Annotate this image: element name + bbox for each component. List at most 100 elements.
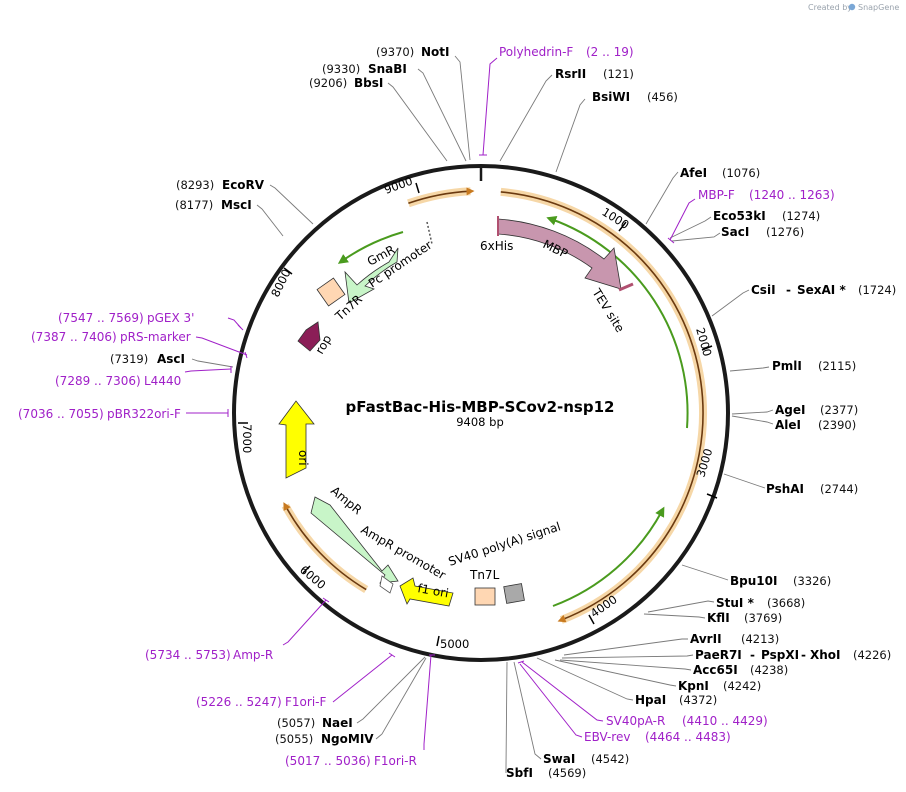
enzyme-pos-avrii: (4213) (741, 632, 779, 646)
tick-7000: 7000 (240, 424, 254, 453)
enzyme-pos-bpu10i: (3326) (793, 574, 831, 588)
enzyme-msci: MscI (221, 198, 252, 212)
enzyme-snabi: SnaBI (368, 62, 407, 76)
enzyme-alei: AleI (775, 418, 801, 432)
primer-range-prs-marker: (7387 .. 7406) (31, 330, 117, 344)
feature-gmr (344, 247, 399, 304)
enzyme-sep-csii: - (786, 283, 791, 297)
feature-ampr (310, 496, 399, 584)
primer-range-amp-r: (5734 .. 5753) (145, 648, 231, 662)
label-ori: ori (296, 450, 310, 466)
primer-range-polyhedrin-f: (2 .. 19) (586, 45, 634, 59)
primer-amp-r: Amp-R (233, 648, 273, 662)
enzyme-naei: NaeI (322, 716, 353, 730)
enzyme-pos-hpai: (4372) (679, 693, 717, 707)
enzyme-saci: SacI (721, 225, 749, 239)
snapgene-credit: Created by SnapGene (808, 3, 899, 12)
enzyme-pos-noti: (9370) (376, 45, 414, 59)
enzyme-asci: AscI (157, 352, 185, 366)
primer-f1ori-f: F1ori-F (285, 695, 326, 709)
enzyme-pos-pmli: (2115) (818, 359, 856, 373)
enzyme-pos-sbfi: (4569) (548, 766, 586, 780)
tick-9000: 9000 (382, 174, 414, 197)
feature-f1-ori (399, 577, 454, 607)
tick-6000: 6000 (297, 563, 328, 593)
enzyme-swai: SwaI (543, 752, 575, 766)
snapgene-logo-icon (848, 3, 856, 11)
enzyme-pmli: PmlI (772, 359, 802, 373)
enzyme-pos-saci: (1276) (766, 225, 804, 239)
enzyme-pos-alei: (2390) (818, 418, 856, 432)
feature-rop (297, 321, 321, 352)
enzyme-eco53ki: Eco53kI (713, 209, 766, 223)
primer-range-sv40pa-r: (4410 .. 4429) (682, 714, 768, 728)
credit-brand: SnapGene (858, 3, 899, 12)
enzyme-ngomiv: NgoMIV (321, 732, 374, 746)
plasmid-size: 9408 bp (456, 415, 504, 429)
enzyme-pos-ngomiv: (5055) (275, 732, 313, 746)
enzyme-pos-acc65i: (4238) (750, 663, 788, 677)
enzyme-sbfi: SbfI (506, 766, 533, 780)
enzyme-pos-naei: (5057) (277, 716, 315, 730)
enzyme-kpni: KpnI (678, 679, 709, 693)
enzyme-bbsi: BbsI (354, 76, 383, 90)
enzyme-pos-agei: (2377) (820, 403, 858, 417)
enzyme-pos-bsiwi: (456) (647, 90, 678, 104)
enzyme-pos-pshai: (2744) (820, 482, 858, 496)
feature-sv40-polya (503, 583, 525, 604)
label-6xhis: 6xHis (480, 239, 513, 253)
enzyme-rsrii: RsrII (555, 67, 586, 81)
enzyme-sep-pspxi: - (801, 648, 806, 662)
enzyme-pspxi: PspXI (761, 648, 799, 662)
enzyme-pos-bbsi: (9206) (309, 76, 347, 90)
feature-ampr-promoter (379, 575, 394, 594)
primer-labels: Polyhedrin-F (2 .. 19) MBP-F (1240 .. 12… (18, 45, 835, 768)
enzyme-afei: AfeI (680, 166, 707, 180)
label-ampr-promoter: AmpR promoter (359, 522, 449, 582)
primer-pbr322ori-f: pBR322ori-F (107, 407, 181, 421)
feature-ori (278, 400, 315, 479)
enzyme-pos-csii: (1724) (858, 283, 896, 297)
enzyme-pos-kfli: (3769) (744, 611, 782, 625)
enzyme-pos-ecorv: (8293) (176, 178, 214, 192)
enzyme-bsiwi: BsiWI (592, 90, 630, 104)
enzyme-pos-stui: (3668) (767, 596, 805, 610)
label-sv40-polya: SV40 poly(A) signal (447, 519, 563, 569)
enzyme-pos-eco53ki: (1274) (782, 209, 820, 223)
primer-sv40pa-r: SV40pA-R (606, 714, 665, 728)
enzyme-ecorv: EcoRV (222, 178, 265, 192)
primer-mbp-f: MBP-F (698, 188, 735, 202)
enzyme-pshai: PshAI (766, 482, 804, 496)
features (278, 216, 634, 607)
enzyme-labels: (9370) NotI (9330) SnaBI (9206) BbsI Rsr… (110, 45, 896, 780)
primer-range-f1ori-r: (5017 .. 5036) (285, 754, 371, 768)
enzyme-kfli: KflI (707, 611, 730, 625)
primer-polyhedrin-f: Polyhedrin-F (499, 45, 573, 59)
enzyme-sep-paer7i: - (750, 648, 755, 662)
label-tev-site: TEV site (589, 285, 627, 334)
primer-ebv-rev: EBV-rev (584, 730, 630, 744)
enzyme-pos-msci: (8177) (175, 198, 213, 212)
feature-tn7r (316, 277, 346, 307)
enzyme-xhoi: XhoI (810, 648, 841, 662)
credit-text: Created by (808, 3, 852, 12)
scale-ticks (238, 182, 718, 647)
enzyme-avrii: AvrII (690, 632, 722, 646)
enzyme-paer7i: PaeR7I (695, 648, 742, 662)
label-f1-ori: f1 ori (416, 581, 449, 600)
enzyme-csii: CsiI (751, 283, 776, 297)
enzyme-leaders (191, 55, 774, 773)
enzyme-stui: StuI * (716, 596, 755, 610)
enzyme-pos-afei: (1076) (722, 166, 760, 180)
enzyme-hpai: HpaI (635, 693, 666, 707)
enzyme-acc65i: Acc65I (693, 663, 738, 677)
primer-pgex-3: pGEX 3' (147, 311, 194, 325)
enzyme-pos-swai: (4542) (591, 752, 629, 766)
enzyme-pos-rsrii: (121) (603, 67, 634, 81)
plasmid-name: pFastBac-His-MBP-SCov2-nsp12 (346, 398, 615, 416)
tick-5000: 5000 (440, 637, 469, 651)
feature-mbp (497, 218, 622, 290)
enzyme-noti: NotI (421, 45, 450, 59)
enzyme-pos-asci: (7319) (110, 352, 148, 366)
